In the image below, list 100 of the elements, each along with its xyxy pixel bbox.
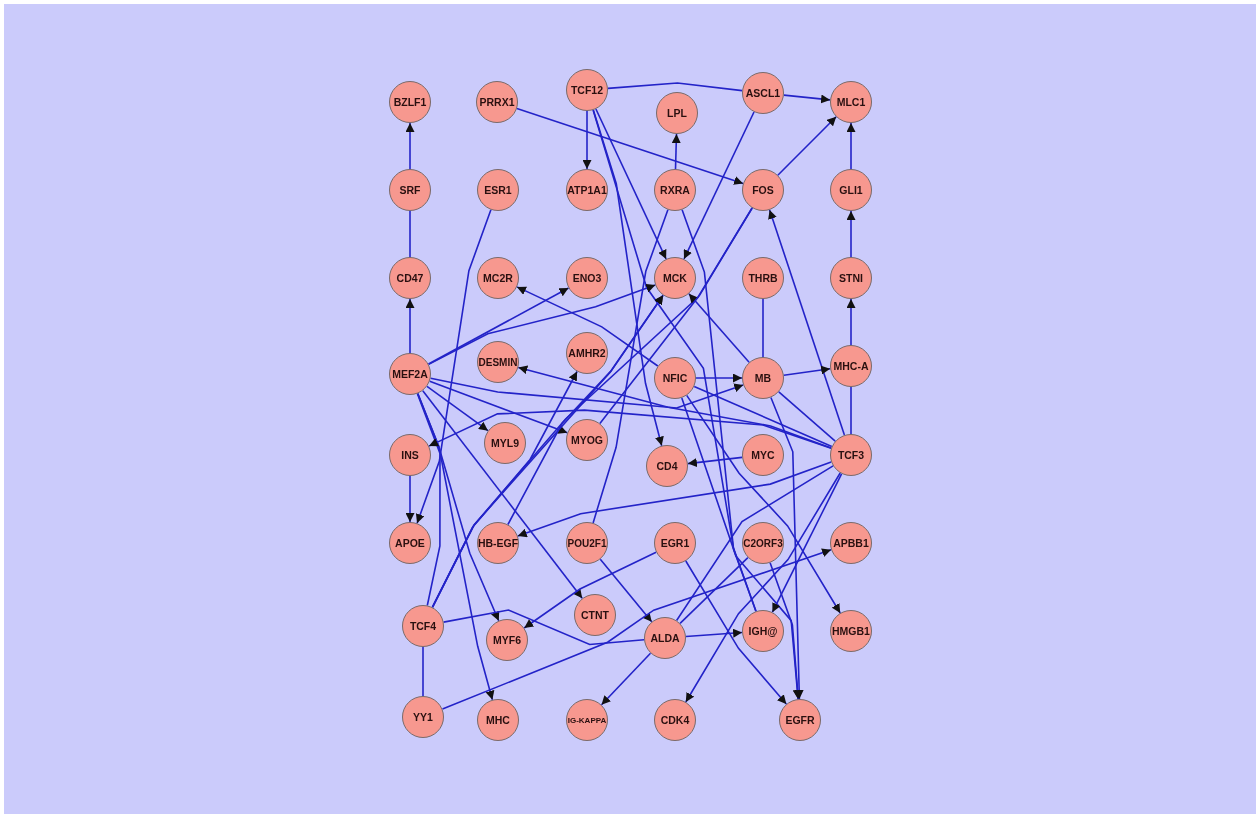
gene-label: APOE bbox=[395, 537, 425, 549]
gene-label: MYC bbox=[751, 449, 775, 461]
connector-line bbox=[778, 391, 836, 442]
arrow bbox=[582, 110, 592, 170]
gene-label: MB bbox=[754, 372, 772, 384]
gene-label: SRF bbox=[399, 184, 421, 196]
arrow bbox=[783, 94, 831, 104]
connector-line bbox=[675, 465, 834, 622]
gene-label: MHC-A bbox=[833, 360, 869, 372]
gene-label: HB-EGF bbox=[477, 537, 519, 549]
gene-label: MYOG bbox=[570, 434, 604, 446]
gene-label: NFIC bbox=[662, 372, 688, 384]
gene-label: C2ORF3 bbox=[743, 537, 783, 549]
arrow bbox=[429, 377, 744, 409]
arrow bbox=[685, 628, 743, 638]
arrow bbox=[427, 283, 657, 366]
gene-label: STNI bbox=[839, 272, 863, 284]
gene-label: DESMIN bbox=[478, 356, 518, 368]
arrow bbox=[685, 472, 841, 703]
gene-label: ATP1A1 bbox=[567, 184, 607, 196]
arrow bbox=[777, 116, 837, 176]
arrow bbox=[783, 365, 831, 376]
arrow bbox=[516, 107, 744, 185]
connector-line bbox=[607, 82, 743, 92]
gene-label: TCF12 bbox=[570, 84, 604, 96]
gene-label: THRB bbox=[748, 272, 778, 284]
arrow bbox=[517, 365, 832, 449]
gene-label: FOS bbox=[752, 184, 774, 196]
arrow bbox=[428, 380, 569, 434]
gene-label: EGR1 bbox=[660, 537, 690, 549]
arrow bbox=[517, 461, 832, 538]
gene-label: ESR1 bbox=[484, 184, 512, 196]
arrow bbox=[683, 111, 755, 260]
connector-line bbox=[592, 209, 669, 524]
gene-label: PRRX1 bbox=[479, 96, 515, 108]
gene-label: ALDA bbox=[650, 632, 680, 644]
arrow bbox=[592, 109, 664, 447]
arrow bbox=[426, 385, 489, 432]
connector-line bbox=[409, 210, 411, 258]
arrow bbox=[523, 551, 657, 629]
arrow bbox=[846, 122, 856, 170]
arrow bbox=[441, 548, 832, 710]
gene-label: ASCL1 bbox=[745, 87, 781, 99]
gene-label: TCF4 bbox=[409, 620, 437, 632]
arrow bbox=[770, 396, 804, 700]
gene-label: IG-KAPPA bbox=[567, 715, 607, 725]
gene-label: IGH@ bbox=[748, 625, 778, 637]
gene-label: POU2F1 bbox=[567, 537, 607, 549]
connector-line bbox=[679, 556, 749, 625]
arrow bbox=[415, 209, 492, 524]
gene-label: HMGB1 bbox=[832, 625, 870, 637]
arrow bbox=[428, 409, 832, 449]
gene-label: TCF3 bbox=[837, 449, 865, 461]
gene-label: APBB1 bbox=[833, 537, 869, 549]
connector-line bbox=[681, 209, 757, 612]
gene-label: EGFR bbox=[785, 714, 815, 726]
connector-line bbox=[592, 109, 757, 612]
gene-label: CDK4 bbox=[660, 714, 690, 726]
arrow bbox=[427, 287, 570, 365]
arrow bbox=[422, 389, 583, 600]
arrow bbox=[685, 560, 788, 705]
arrow bbox=[600, 652, 652, 706]
arrow bbox=[688, 293, 750, 363]
arrow bbox=[695, 373, 743, 383]
gene-label: MLC1 bbox=[836, 96, 866, 108]
arrow bbox=[685, 394, 841, 614]
connector-line bbox=[442, 609, 645, 646]
arrow bbox=[595, 108, 667, 260]
gene-label: INS bbox=[401, 449, 419, 461]
gene-label: LPL bbox=[667, 107, 687, 119]
gene-label: AMHR2 bbox=[568, 347, 606, 359]
gene-label: GLI1 bbox=[839, 184, 863, 196]
arrow bbox=[687, 456, 743, 468]
gene-label: MYF6 bbox=[493, 634, 521, 646]
arrow bbox=[405, 298, 415, 354]
gene-label: MC2R bbox=[483, 272, 513, 284]
connector-line bbox=[416, 392, 441, 607]
gene-label: ENO3 bbox=[572, 272, 602, 284]
gene-label: CD4 bbox=[656, 460, 678, 472]
arrow bbox=[846, 210, 856, 258]
arrow bbox=[671, 133, 681, 170]
gene-label: MEF2A bbox=[392, 368, 428, 380]
gene-label: CTNT bbox=[581, 609, 609, 621]
gene-label: CD47 bbox=[396, 272, 424, 284]
arrow bbox=[405, 122, 415, 170]
arrow bbox=[771, 473, 843, 613]
connector-line bbox=[850, 386, 852, 435]
gene-label: YY1 bbox=[413, 711, 433, 723]
arrow bbox=[405, 475, 415, 523]
connector-line bbox=[422, 646, 424, 697]
arrow bbox=[768, 209, 846, 436]
connector-line bbox=[693, 385, 833, 448]
gene-label: MCK bbox=[663, 272, 687, 284]
arrow bbox=[846, 298, 856, 346]
arrow bbox=[516, 286, 659, 367]
arrow bbox=[507, 294, 664, 526]
connector-line bbox=[762, 298, 764, 358]
gene-label: MHC bbox=[486, 714, 510, 726]
arrow bbox=[599, 558, 653, 623]
connector-line bbox=[599, 207, 753, 425]
